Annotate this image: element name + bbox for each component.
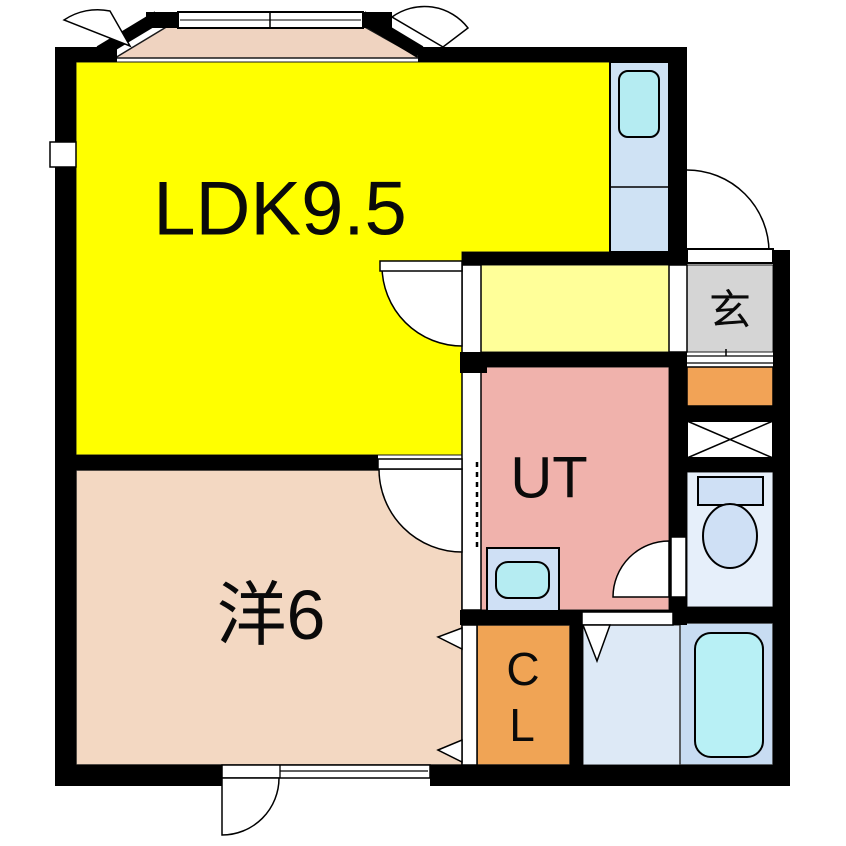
wall-top-right (418, 47, 687, 62)
center-partition (461, 264, 482, 611)
wall-kitchen-right (669, 47, 687, 265)
ldk-door-swing (381, 265, 463, 347)
bay-band-end-left (146, 12, 180, 28)
wall-ldk-western (55, 455, 378, 470)
closet-label-line2: L (509, 699, 535, 751)
hallway-entrance-doorway (668, 264, 688, 353)
wall-junction-block (460, 352, 487, 373)
wall-hallway-top (462, 252, 687, 265)
casement-window-right-icon (390, 5, 470, 48)
wall-under-xbox (687, 458, 773, 472)
front-door-leaf (686, 248, 774, 264)
doors-and-openings (221, 169, 774, 836)
partition-strip (461, 264, 482, 611)
wall-hallway-bottom (460, 352, 687, 367)
washbasin-sink (495, 561, 550, 599)
closet-fold-mark-top (436, 626, 463, 651)
western-door-swing (378, 468, 463, 553)
western-room-label: 洋6 (217, 576, 326, 654)
room-hallway (480, 264, 670, 353)
toilet-bowl (702, 503, 758, 569)
bay-band-end-right (358, 12, 392, 28)
toilet-door-leaf (670, 536, 687, 598)
closet-label-line1: C (506, 643, 539, 695)
fixtures (486, 61, 774, 758)
kitchen-sink (618, 70, 660, 138)
wall-under-shoebox (687, 406, 773, 422)
wall-bottom-right (430, 765, 790, 786)
wall-closet-right (570, 610, 583, 765)
closet-fold-mark-bottom (436, 738, 463, 764)
room-labels: LDK9.5 洋6 UT C L 玄 (153, 167, 751, 752)
shoe-cabinet (686, 366, 774, 407)
toilet-tank (697, 476, 764, 506)
closet-door-strip (461, 624, 478, 766)
bathtub (694, 632, 764, 758)
bay-window (49, 5, 470, 168)
bottom-door-swing (221, 777, 280, 836)
wall-right-outer (773, 250, 790, 786)
wall-left (55, 47, 76, 786)
utility-label: UT (510, 446, 587, 511)
entrance-label: 玄 (709, 287, 751, 334)
bath-door-band (581, 611, 674, 626)
front-door-swing-arc (686, 169, 770, 253)
side-window-left-wall (49, 141, 77, 168)
western-door-leaf (377, 458, 463, 470)
walls (55, 47, 790, 786)
wall-bottom-left (55, 765, 222, 786)
toilet-door-swing (612, 540, 670, 598)
wall-toilet-bath (669, 607, 773, 623)
casement-window-left-icon (62, 8, 132, 48)
bath-fold-door-mark (581, 624, 612, 664)
ldk-label: LDK9.5 (153, 167, 407, 252)
storage-xbox-diag-2 (686, 420, 774, 459)
ldk-door-leaf (379, 260, 463, 272)
